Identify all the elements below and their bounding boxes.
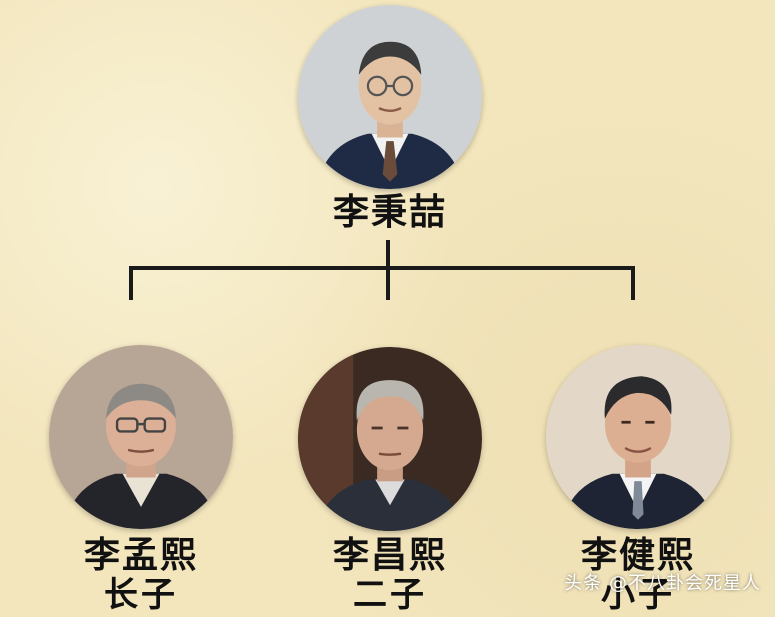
connector-vertical-root [386,240,390,300]
child-name-youngest: 李健熙 [580,535,695,576]
watermark: 头条 @不八卦会死星人 [564,573,761,594]
child-role-youngest: 小子 [601,575,675,615]
child-portrait-youngest [546,345,730,529]
root-portrait [298,5,482,189]
connector-right-drop [631,266,635,300]
child-portrait-eldest [49,345,233,529]
child-name-second: 李昌熙 [332,535,447,576]
child-portrait-eldest-image [49,345,233,529]
root-portrait-image [298,5,482,189]
root-name: 李秉喆 [332,192,447,233]
connector-horizontal [129,266,635,270]
child-role-eldest: 长子 [104,575,178,615]
child-portrait-youngest-image [546,345,730,529]
connector-left-drop [129,266,133,300]
child-portrait-second [298,347,482,531]
child-name-eldest: 李孟熙 [83,535,198,576]
child-role-second: 二子 [353,575,427,615]
child-portrait-second-image [298,347,482,531]
